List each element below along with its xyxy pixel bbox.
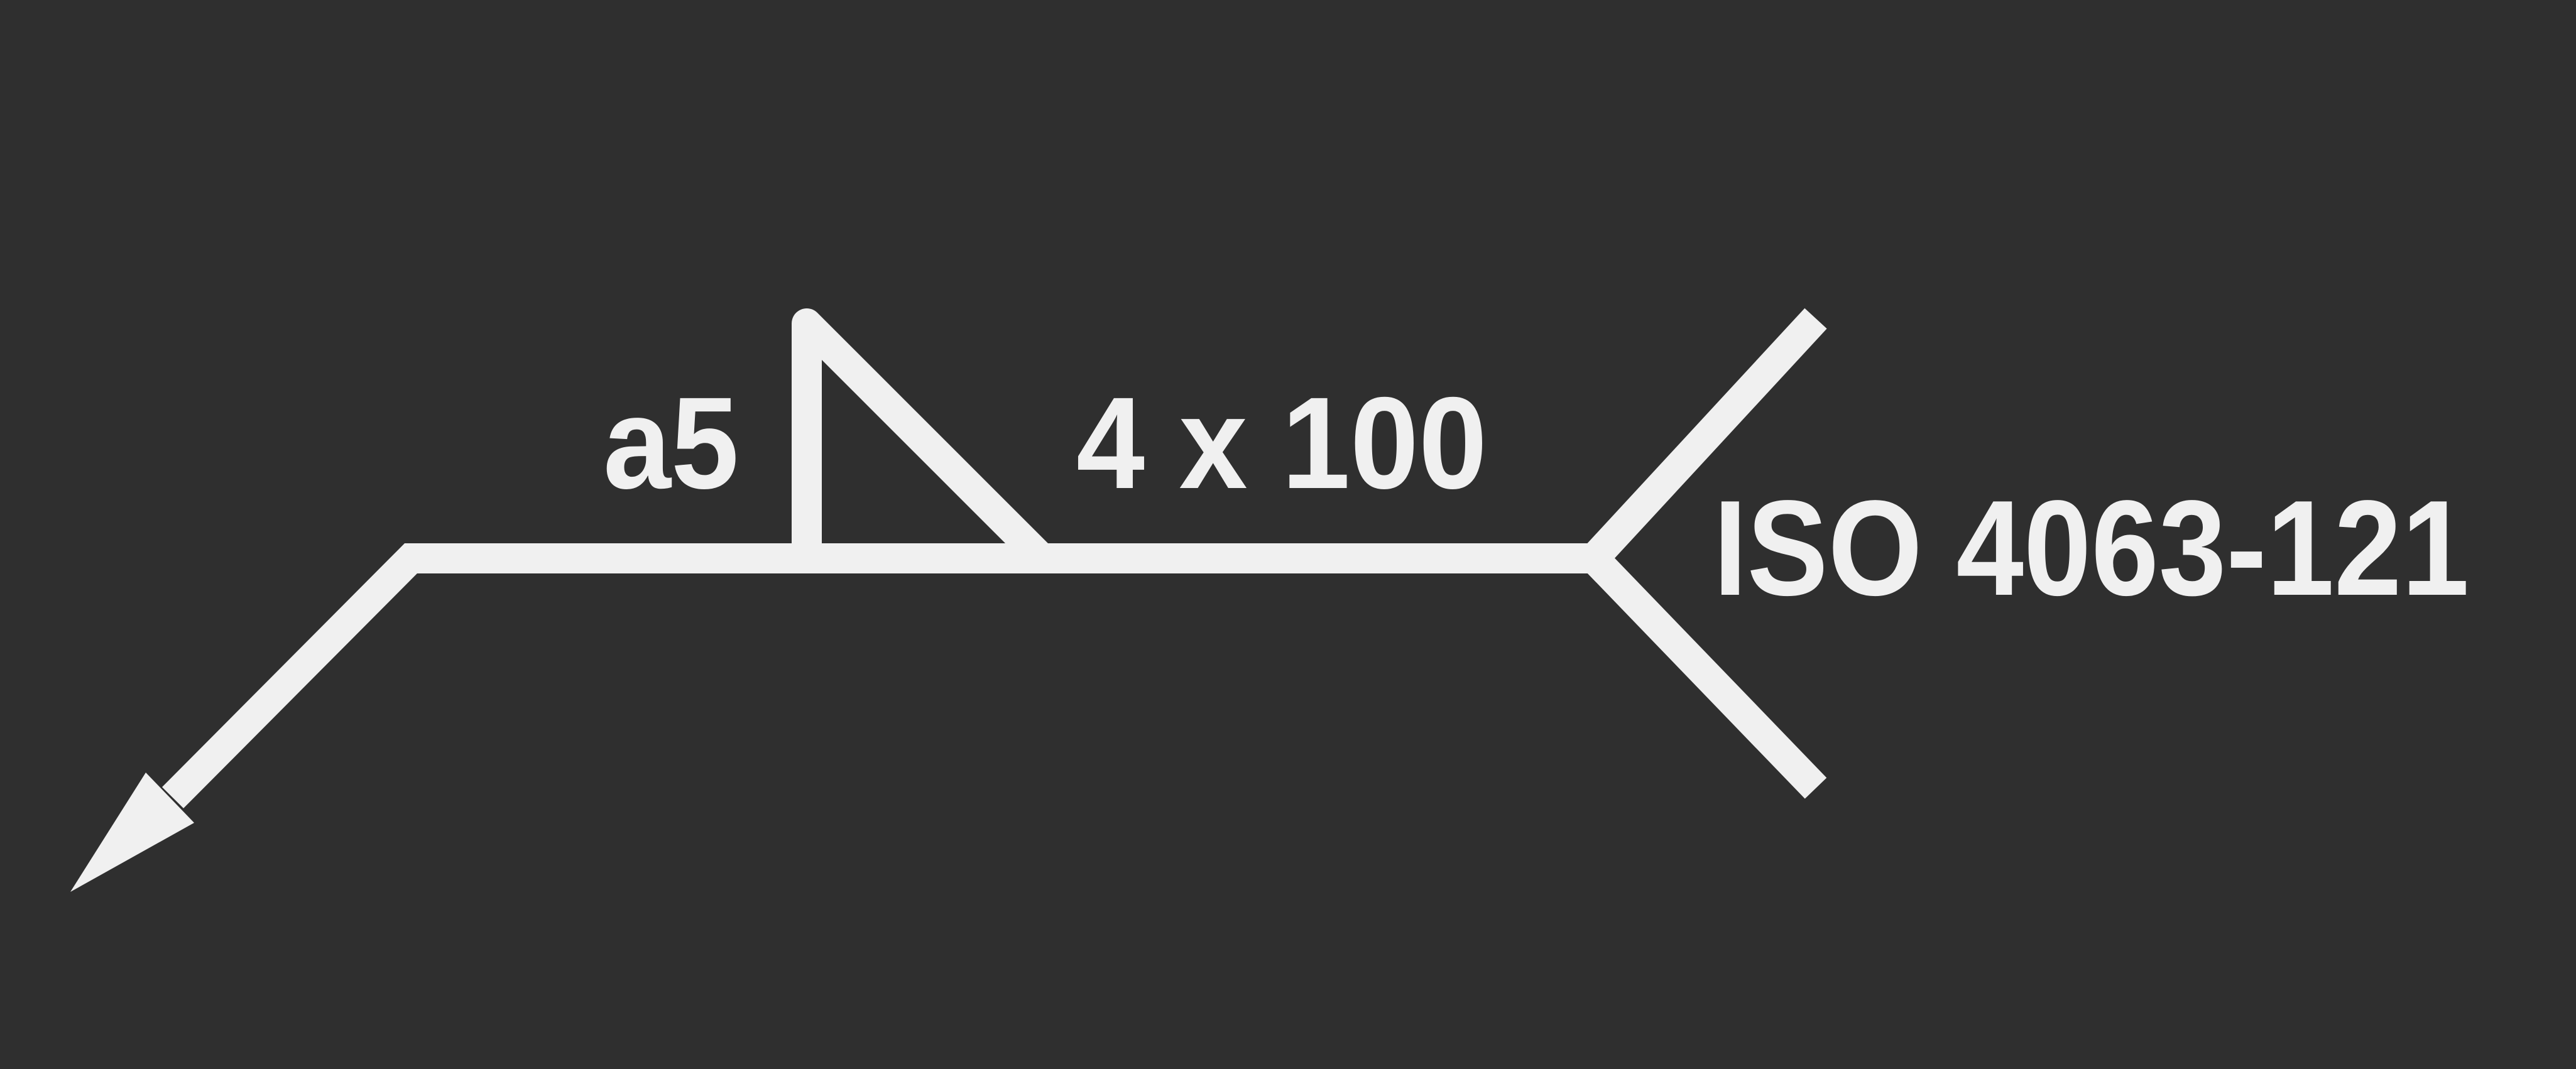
arrow-and-reference-line (161, 543, 1594, 808)
tail (1573, 308, 1827, 799)
fillet-weld-triangle (792, 308, 1057, 573)
throat-label: a5 (603, 371, 739, 516)
length-label: 4 x 100 (1076, 371, 1487, 516)
arrowhead-icon (70, 773, 194, 892)
process-label: ISO 4063-121 (1713, 472, 2469, 624)
